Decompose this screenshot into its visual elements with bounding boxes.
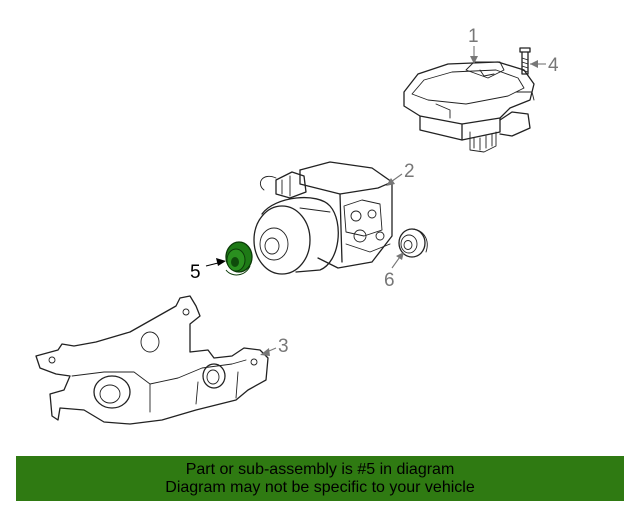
callout-6: 6	[384, 252, 404, 291]
part-1-control-module[interactable]	[403, 61, 535, 153]
svg-text:1: 1	[468, 26, 479, 47]
part-6-grommet[interactable]	[398, 228, 428, 258]
parts-diagram: 1 4 2 6 5 3	[35, 26, 559, 425]
callout-2: 2	[386, 161, 415, 186]
info-banner: Part or sub-assembly is #5 in diagram Di…	[16, 456, 624, 501]
svg-text:4: 4	[548, 55, 559, 76]
callout-3: 3	[260, 336, 289, 357]
callout-5: 5	[190, 258, 226, 283]
part-2-modulator-valve[interactable]	[253, 161, 393, 275]
part-3-bracket[interactable]	[35, 295, 269, 425]
svg-text:3: 3	[278, 336, 289, 357]
banner-line-1: Part or sub-assembly is #5 in diagram	[185, 461, 455, 478]
part-5-insulator[interactable]	[225, 241, 253, 276]
banner-line-2: Diagram may not be specific to your vehi…	[165, 479, 475, 496]
svg-text:5: 5	[190, 262, 201, 283]
part-4-bolt[interactable]	[519, 47, 531, 75]
svg-text:6: 6	[384, 270, 395, 291]
callout-1: 1	[468, 26, 479, 64]
callout-4: 4	[530, 55, 559, 76]
svg-text:2: 2	[404, 161, 415, 182]
